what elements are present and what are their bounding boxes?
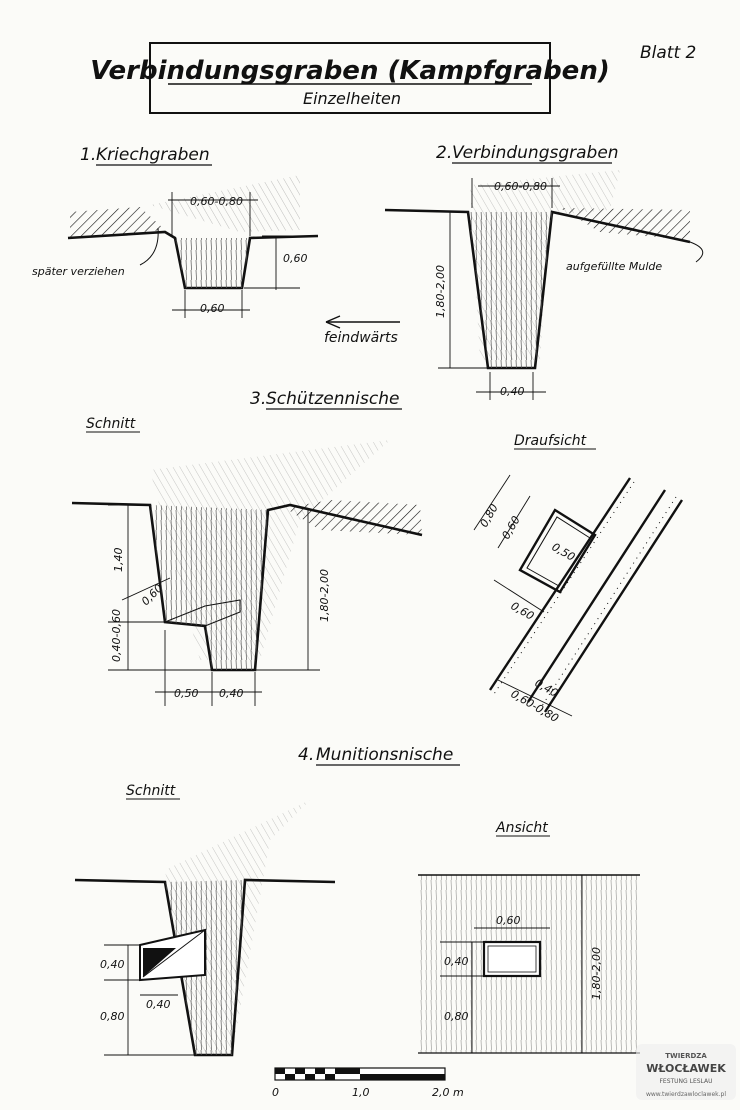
section-1-slope-shading bbox=[150, 175, 300, 232]
section-2-trench-fill bbox=[468, 212, 552, 368]
section-3-number: 3. bbox=[250, 389, 266, 409]
section-2-dim-top: 0,60-0,80 bbox=[494, 180, 547, 193]
scale-tick-1: 1,0 bbox=[352, 1086, 370, 1099]
section-3-dim-140: 1,40 bbox=[112, 548, 125, 573]
section-3-trench-fill bbox=[150, 505, 268, 670]
plan-trench-ticks bbox=[493, 481, 677, 710]
direction-label: feindwärts bbox=[324, 330, 398, 346]
plan-niche-inner bbox=[526, 516, 591, 587]
section-3-plan-080: 0,80 bbox=[477, 502, 501, 530]
plan-dim-060a-line bbox=[497, 495, 531, 549]
watermark: TWIERDZA WŁOCŁAWEK FESTUNG LESLAU www.tw… bbox=[636, 1044, 736, 1100]
scale-tick-0: 0 bbox=[272, 1086, 279, 1099]
section-2-heading: Verbindungsgraben bbox=[452, 143, 619, 163]
plan-trench-wall-3 bbox=[526, 489, 667, 703]
section-2-note-leader bbox=[689, 241, 704, 263]
scale-seg-2 bbox=[285, 1074, 295, 1080]
section-3-dim-040: 0,40 bbox=[219, 687, 244, 700]
section-3-plan-060a: 0,60 bbox=[499, 514, 523, 542]
section-4-munitionsnische: 4. Munitionsnische Schnitt Ansicht 0,40 … bbox=[74, 745, 640, 1057]
page-title: Verbindungsgraben (Kampfgraben) bbox=[90, 56, 609, 86]
section-1-spoil-hatch bbox=[70, 207, 165, 238]
section-2-dim-depth: 1,80-2,00 bbox=[434, 265, 447, 318]
scale-seg-3 bbox=[295, 1068, 305, 1074]
section-1-number: 1. bbox=[80, 145, 96, 165]
scale-tick-2: 2,0 m bbox=[432, 1086, 464, 1099]
title-frame bbox=[149, 42, 551, 114]
watermark-url: www.twierdzawloclawek.pl bbox=[646, 1091, 726, 1098]
section-4-ammo-box bbox=[143, 948, 176, 977]
section-3-plan-view: 0,80 0,60 0,50 0,60 0,40 0,60-0,80 bbox=[473, 474, 684, 725]
section-2-dim-bottom: 0,40 bbox=[500, 385, 525, 398]
section-4-cut-label: Schnitt bbox=[126, 783, 176, 799]
scale-seg-6 bbox=[325, 1074, 335, 1080]
section-4-heading: Munitionsnische bbox=[316, 745, 453, 765]
plan-dim-060b-line bbox=[493, 579, 545, 613]
section-4-view-depth: 1,80-2,00 bbox=[590, 947, 603, 1000]
section-1-dim-depth: 0,60 bbox=[283, 252, 308, 265]
section-3-firing-step bbox=[164, 599, 241, 627]
scale-bar: 0 1,0 2,0 m bbox=[272, 1067, 464, 1099]
section-4-cut-080: 0,80 bbox=[100, 1010, 125, 1023]
section-4-view-040: 0,40 bbox=[444, 955, 469, 968]
plan-dim-width-line bbox=[497, 679, 573, 717]
section-3-plan-label: Draufsicht bbox=[514, 433, 587, 449]
section-1-trench-fill bbox=[175, 238, 250, 288]
section-3-dim-050: 0,50 bbox=[174, 687, 199, 700]
section-4-niche-opening bbox=[482, 940, 542, 978]
section-3-plan-050: 0,50 bbox=[550, 540, 578, 564]
scale-seg-5 bbox=[315, 1068, 325, 1074]
section-4-niche-opening-inner bbox=[487, 945, 537, 973]
section-3-cut-label: Schnitt bbox=[86, 416, 136, 432]
section-3-plan-060b: 0,60 bbox=[509, 599, 537, 623]
watermark-line2: WŁOCŁAWEK bbox=[646, 1062, 726, 1075]
page-subtitle: Einzelheiten bbox=[303, 89, 401, 108]
section-4-view-label: Ansicht bbox=[495, 820, 548, 836]
sheet-label: Blatt 2 bbox=[640, 43, 696, 63]
plan-dim-080-line bbox=[473, 474, 511, 531]
section-3-heading: Schützennische bbox=[266, 389, 399, 409]
section-4-cut-040: 0,40 bbox=[100, 958, 125, 971]
section-4-number: 4. bbox=[298, 745, 314, 765]
section-4-cut-040b: 0,40 bbox=[146, 998, 171, 1011]
section-1-dim-top: 0,60-0,80 bbox=[190, 195, 243, 208]
section-1-note: später verziehen bbox=[32, 265, 125, 278]
watermark-line3: FESTUNG LESLAU bbox=[659, 1078, 712, 1085]
section-3-dim-diag-line bbox=[121, 577, 171, 601]
plan-trench-wall-2 bbox=[543, 499, 684, 713]
section-2-spoil-hatch bbox=[560, 208, 690, 240]
section-2-note: aufgefüllte Mulde bbox=[566, 260, 662, 273]
scale-seg-7 bbox=[335, 1068, 360, 1074]
watermark-logo-bg bbox=[636, 1044, 736, 1100]
direction-indicator: feindwärts bbox=[324, 315, 400, 346]
watermark-line1: TWIERDZA bbox=[665, 1052, 707, 1060]
section-3-dim-step: 0,40-0,60 bbox=[110, 609, 123, 662]
section-2-number: 2. bbox=[436, 143, 452, 163]
section-1-kriechgraben: 1. Kriechgraben später verziehen 0,60-0,… bbox=[32, 145, 319, 318]
section-1-note-leader bbox=[139, 227, 159, 266]
scale-seg-8 bbox=[360, 1074, 445, 1080]
section-4-view-080: 0,80 bbox=[444, 1010, 469, 1023]
direction-arrow-head bbox=[325, 315, 341, 329]
scale-seg-1 bbox=[275, 1068, 285, 1074]
section-3-schuetzennische: 3. Schützennische Schnitt 1,40 0,60 0,40… bbox=[71, 389, 684, 725]
section-4-view-060: 0,60 bbox=[496, 914, 521, 927]
section-4-niche-diagonal bbox=[142, 929, 206, 978]
scale-seg-4 bbox=[305, 1074, 315, 1080]
section-1-dim-bottom: 0,60 bbox=[200, 302, 225, 315]
section-1-heading: Kriechgraben bbox=[96, 145, 210, 165]
section-2-verbindungsgraben: 2. Verbindungsgraben aufgefüllte Mulde 0… bbox=[384, 143, 704, 400]
section-3-dim-depth: 1,80-2,00 bbox=[318, 569, 331, 622]
plan-niche-outline bbox=[518, 508, 597, 594]
